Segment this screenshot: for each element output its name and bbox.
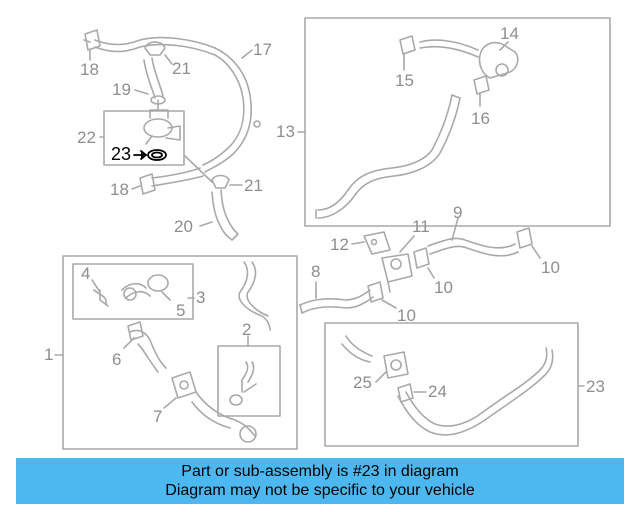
- callout-2: 2: [242, 320, 252, 339]
- callout-12: 12: [330, 235, 349, 254]
- part-6-hose: [127, 321, 167, 373]
- callout-8: 8: [311, 262, 321, 281]
- part-10-clamp-right: [516, 227, 533, 249]
- group-box-24: [324, 322, 579, 447]
- group-box-13: [304, 17, 611, 227]
- leader-10-middle: [427, 267, 435, 279]
- leader-20: [199, 221, 213, 227]
- callout-23-highlighted: 23: [111, 144, 132, 164]
- part-9-hose: [427, 237, 519, 257]
- group-box-2: [217, 345, 281, 417]
- leader-18-left: [131, 185, 141, 190]
- callout-26: 25: [353, 373, 372, 392]
- callout-15: 15: [395, 71, 414, 90]
- leader-19: [134, 89, 149, 95]
- part-26-connector: [383, 351, 409, 379]
- part-20-hose-end: [225, 229, 239, 241]
- part-10-clamp-lower: [367, 281, 384, 303]
- part-24-lower-pipe: [341, 335, 554, 436]
- part-23-gasket-highlight: [133, 149, 167, 161]
- banner-line-2: Diagram may not be specific to your vehi…: [165, 482, 475, 499]
- callout-9: 9: [453, 203, 463, 222]
- leader-14: [499, 41, 509, 51]
- part-1-lower-hose: [191, 391, 257, 443]
- callout-6: 6: [112, 350, 122, 369]
- part-4-hose: [93, 289, 109, 307]
- callout-10-middle: 10: [434, 278, 453, 297]
- leader-7: [163, 397, 177, 409]
- part-3-hose: [121, 282, 151, 301]
- part-1-pipe: [238, 261, 271, 331]
- part-21-clamp-bottom: [211, 174, 230, 189]
- part-10-clamp-middle: [413, 247, 430, 269]
- part-14-outlet-housing: [419, 39, 519, 79]
- callout-22: 22: [77, 128, 96, 147]
- part-12-bracket: [363, 231, 391, 255]
- group-box-22: [103, 110, 185, 166]
- part-18-clamp-left: [139, 173, 156, 195]
- group-box-1: [62, 255, 298, 450]
- callout-1: 1: [44, 345, 54, 364]
- part-5-o-ring: [147, 274, 169, 292]
- callout-11: 11: [412, 217, 430, 236]
- part-19-hose: [143, 57, 164, 99]
- leader-21-top: [164, 54, 173, 65]
- callout-3: 3: [196, 288, 206, 307]
- part-18-clamp-top: [83, 29, 101, 51]
- callout-18-left: 18: [110, 180, 129, 199]
- callout-10-lower: 10: [397, 306, 416, 325]
- leader-12: [351, 241, 365, 245]
- upper-coolant-hose: [94, 36, 261, 236]
- part-13-coolant-pipe: [315, 94, 461, 219]
- part-7-connector: [171, 371, 197, 399]
- part-15-clamp: [399, 35, 416, 55]
- callout-25: 24: [428, 382, 447, 401]
- callout-4: 4: [81, 264, 91, 283]
- leader-9: [451, 217, 459, 241]
- part-11-valve: [381, 253, 413, 293]
- leader-6: [123, 337, 135, 349]
- callout-19: 19: [112, 80, 131, 99]
- callout-13: 13: [276, 122, 295, 141]
- callout-21-bottom: 21: [244, 176, 263, 195]
- part-2-hose: [229, 361, 257, 406]
- part-25-clamp: [397, 383, 414, 403]
- callout-5: 5: [176, 301, 186, 320]
- callout-21-top: 21: [172, 59, 191, 78]
- part-8-hose: [299, 289, 374, 314]
- leader-4: [91, 279, 101, 293]
- info-banner: Part or sub-assembly is #23 in diagram D…: [16, 458, 624, 504]
- callout-7: 7: [153, 407, 163, 426]
- banner-line-1: Part or sub-assembly is #23 in diagram: [181, 463, 459, 480]
- leader-26: [375, 371, 387, 383]
- callout-16: 16: [471, 109, 490, 128]
- callout-14: 14: [500, 24, 519, 43]
- callout-10-right: 10: [541, 258, 560, 277]
- leader-10-right: [531, 245, 541, 259]
- group-box-3: [72, 263, 194, 320]
- part-22-water-pump: [143, 95, 181, 145]
- leader-10-lower: [381, 299, 397, 309]
- leader-17: [241, 49, 253, 59]
- part-16-clamp: [473, 75, 490, 95]
- part-21-clamp-top: [144, 41, 166, 56]
- leader-5: [161, 291, 171, 301]
- leader-11: [399, 235, 415, 253]
- callout-18-top: 18: [80, 60, 99, 79]
- callout-24: 23: [586, 377, 605, 396]
- callout-17: 17: [253, 40, 272, 59]
- callout-20: 20: [174, 217, 193, 236]
